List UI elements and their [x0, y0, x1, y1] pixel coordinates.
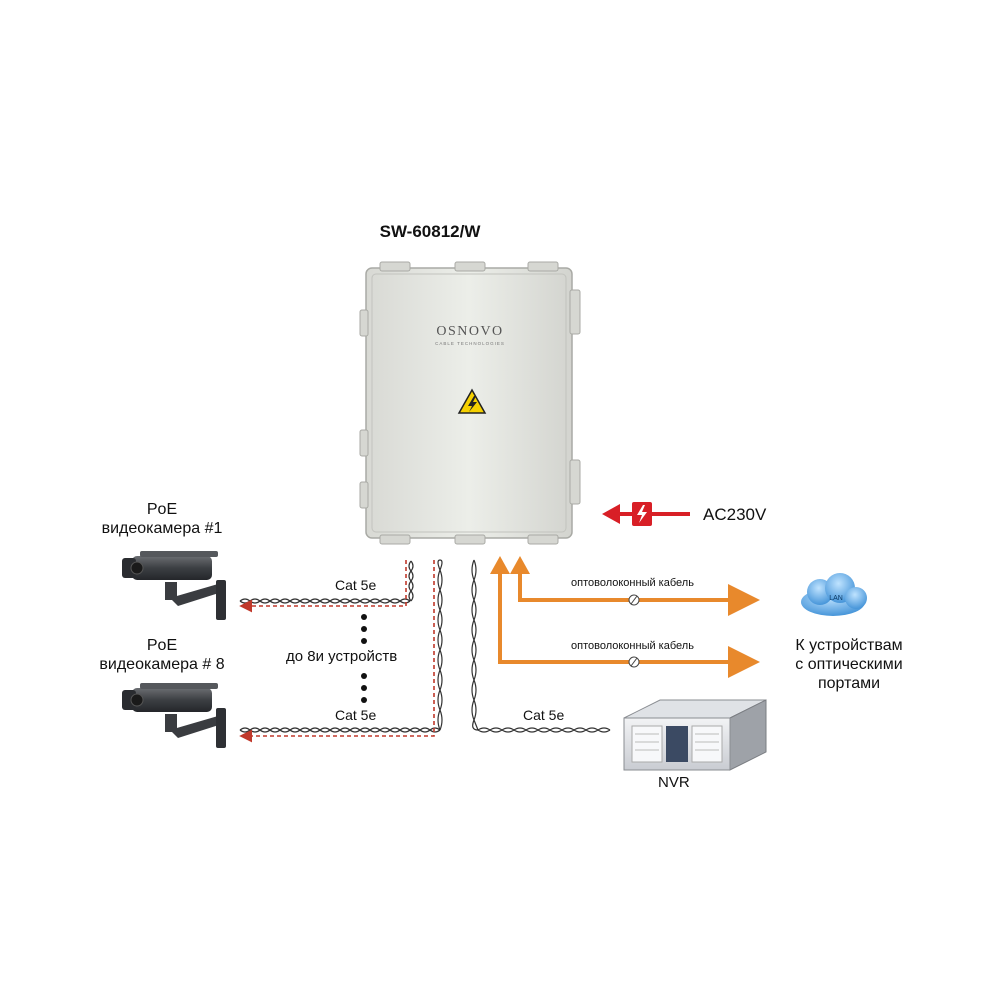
cable-label-cat5e-camera-1: Cat 5e [335, 577, 377, 593]
cable-label-cat5e-nvr: Cat 5e [523, 707, 565, 723]
continuation-dots [361, 614, 367, 703]
lan-cloud-label: LAN [829, 595, 843, 602]
fiber-connectors [628, 594, 640, 668]
camera-1-label-line1: PoE [146, 501, 178, 518]
high-voltage-warning-icon [457, 388, 487, 414]
camera-1-label: PoE видеокамера #1 [82, 500, 242, 538]
poe-camera-1 [122, 551, 226, 620]
fiber-arrowheads-up [490, 556, 530, 574]
ac-power-arrow [602, 502, 690, 526]
switch-model-title: SW-60812/W [379, 222, 481, 241]
devices-count-note: до 8и устройств [286, 648, 398, 665]
camera-1-label-line2: видеокамера #1 [101, 520, 223, 537]
nvr-device [623, 699, 767, 771]
fiber-cable-label-2: оптоволоконный кабель [571, 640, 694, 652]
optical-devices-label: К устройствам с оптическими портами [764, 636, 934, 693]
optical-devices-line3: портами [817, 675, 881, 692]
fiber-optic-cables [498, 572, 760, 678]
power-input-label: AC230V [703, 505, 767, 524]
poe-power-lines [239, 560, 435, 743]
twisted-pair-cables [239, 559, 611, 733]
brand-logo: OSNOVO [436, 324, 503, 339]
camera-8-label-line1: PoE [146, 637, 178, 654]
optical-devices-line2: с оптическими [795, 656, 903, 673]
lan-cloud-icon [801, 573, 867, 616]
poe-camera-8 [122, 683, 226, 748]
nvr-label: NVR [658, 774, 690, 791]
camera-8-label-line2: видеокамера # 8 [99, 656, 225, 673]
cable-label-cat5e-camera-8: Cat 5e [335, 707, 377, 723]
brand-tagline: CABLE TECHNOLOGIES [435, 341, 505, 346]
camera-8-label: PoE видеокамера # 8 [82, 636, 242, 674]
fiber-cable-label-1: оптоволоконный кабель [571, 577, 694, 589]
optical-devices-line1: К устройствам [795, 637, 903, 654]
